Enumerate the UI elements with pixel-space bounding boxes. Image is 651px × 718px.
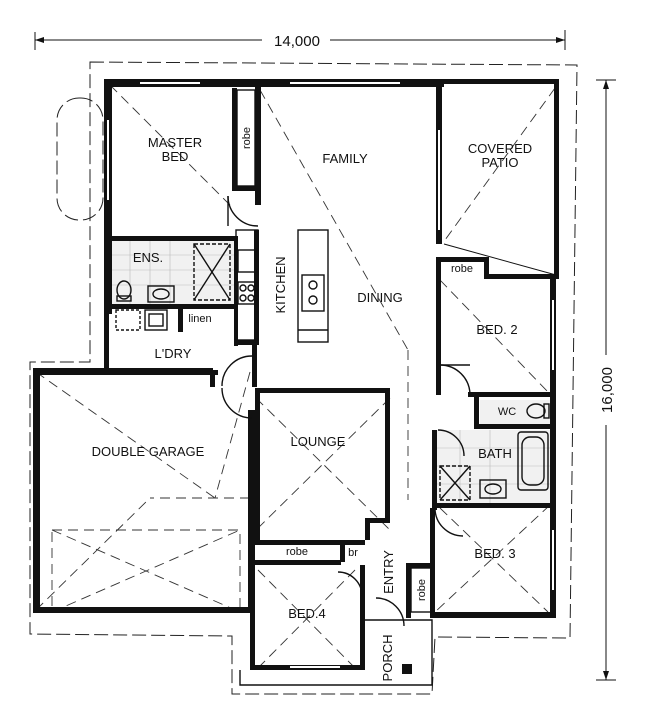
family-label: FAMILY: [322, 151, 368, 166]
porch-outline: [239, 619, 433, 686]
water-tank-outline: [56, 97, 104, 221]
porch-label: PORCH: [380, 635, 395, 682]
master-robe: [236, 89, 256, 187]
shower-icon: [193, 243, 231, 301]
bathtub-icon: [517, 431, 549, 491]
porch-post: [402, 664, 412, 674]
dining-label: DINING: [357, 290, 403, 305]
bed2-label: BED. 2: [476, 322, 517, 337]
master-bed-label-line2: BED: [162, 149, 189, 164]
double-garage-label: DOUBLE GARAGE: [92, 444, 205, 459]
br-label: br: [348, 547, 358, 559]
basin-icon: [147, 285, 175, 303]
cooktop-icon: [237, 281, 257, 305]
windows: [107, 82, 554, 668]
ensuite-tiles: [112, 241, 234, 304]
door-swings: [221, 195, 471, 627]
covered-patio-label-line2: PATIO: [481, 155, 518, 170]
kitchen-label: KITCHEN: [273, 256, 288, 313]
bed2-robe-label: robe: [451, 263, 473, 275]
fridge-space: [237, 249, 257, 273]
width-dimension: 14,000: [274, 33, 320, 50]
bed3-robe-label: robe: [416, 579, 428, 601]
master-bed-label-line1: MASTER: [148, 135, 202, 150]
bed4-label: BED.4: [288, 606, 326, 621]
depth-dimension-line: [596, 79, 617, 681]
bed4-robe-label: robe: [286, 546, 308, 558]
linen-label: linen: [188, 313, 211, 325]
kitchen-bench: [235, 229, 259, 341]
bed3-label: BED. 3: [474, 546, 515, 561]
bath-label: BATH: [478, 446, 512, 461]
roof-eave-outline: [29, 61, 578, 695]
width-dimension-line: [34, 30, 566, 50]
entry-label: ENTRY: [381, 550, 396, 594]
lounge-label: LOUNGE: [291, 434, 346, 449]
laundry-label: L'DRY: [155, 346, 192, 361]
roof-hip-lines: [35, 84, 556, 669]
washer-space: [115, 309, 141, 331]
master-robe-label: robe: [241, 127, 253, 149]
kitchen-island: [297, 229, 329, 343]
kitchen-sink-icon: [301, 274, 325, 312]
bath-shower-icon: [439, 465, 471, 501]
toilet-icon: [116, 280, 132, 302]
depth-dimension: 16,000: [599, 367, 616, 413]
bath-basin-icon: [479, 479, 507, 499]
covered-patio-label-line1: COVERED: [468, 141, 532, 156]
patio-edge: [443, 243, 557, 276]
bed3-robe-box: [410, 567, 432, 613]
ensuite-label: ENS.: [133, 250, 163, 265]
laundry-tub-icon: [144, 309, 168, 331]
garage-door-track: [51, 529, 241, 613]
wc-label: WC: [498, 406, 516, 418]
wc-toilet-icon: [526, 403, 550, 419]
